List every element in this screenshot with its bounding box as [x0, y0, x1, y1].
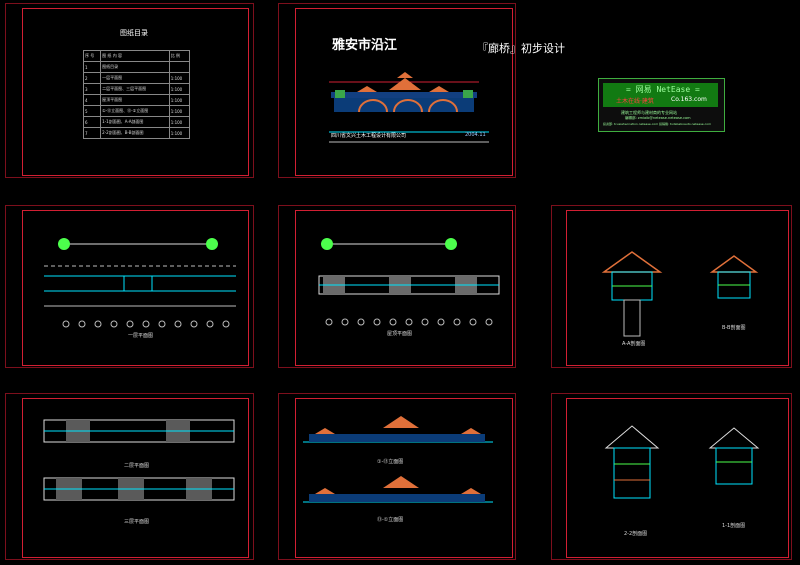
section-11-label: 1-1剖面图 [722, 523, 746, 529]
sheet-elevations[interactable]: ①-⑬立面图 ⑬-①立面图 [278, 393, 516, 560]
sections-ab-drawing [601, 251, 759, 337]
watermark-line2a: 土木在线·建筑 [616, 98, 654, 105]
row-content: 1-1剖面图、A-A剖面图 [100, 116, 170, 128]
watermark-line2b: Co.163.com [671, 96, 707, 103]
cover-subtitle: 『廊桥』初步设计 [477, 42, 565, 55]
index-header-content: 图 纸 内 容 [100, 50, 170, 62]
plan-2-label: 二层平面图 [124, 463, 150, 469]
row-no: 3 [82, 83, 102, 95]
row-no: 2 [82, 72, 102, 84]
row-scale: 1:100 [168, 127, 191, 139]
sheet-sections-ab[interactable]: A-A剖面图 B-B剖面图 [551, 205, 792, 368]
elevations-drawing [303, 416, 493, 503]
plans-2-3-drawing [43, 419, 235, 501]
roof-plan-drawing [318, 238, 500, 326]
row-scale: 1:100 [168, 94, 191, 106]
row-no: 1 [82, 61, 102, 73]
row-content: 二层平面图、三层平面图 [100, 83, 170, 95]
watermark-line4: 编辑部: zmiaib@netease.netease.com [625, 116, 691, 120]
row-no: 5 [82, 105, 102, 117]
cover-company: 四川省文兴土木工程设计有限公司 [331, 133, 407, 139]
cover-date: 2004.11 [465, 132, 486, 138]
sheet-cover[interactable]: 雅安市沿江 四川省文兴土木工程设计有限公司 2004.11 [278, 3, 516, 178]
row-scale [168, 61, 191, 73]
plan-1-drawing [44, 238, 236, 328]
section-bb-label: B-B剖面图 [722, 325, 746, 331]
row-content: ①-⑬立面图、⑬-①立面图 [100, 105, 170, 117]
index-header-scale: 比 例 [168, 50, 191, 62]
watermark-line5: 投资部: tcusiahecnation.netease.com 投稿箱: tv… [603, 122, 711, 126]
sheet-sections-12[interactable]: 2-2剖面图 1-1剖面图 [551, 393, 792, 560]
row-content: 一层平面图 [100, 72, 170, 84]
sheet-roof-plan[interactable]: 屋顶平面图 [278, 205, 516, 368]
sheet-plan-1[interactable]: 一层平面图 [5, 205, 254, 368]
cover-title: 雅安市沿江 [332, 38, 398, 53]
row-no: 7 [82, 127, 102, 139]
cover-bridge-drawing [329, 72, 489, 143]
row-content: 图纸目录 [100, 61, 170, 73]
section-22-label: 2-2剖面图 [624, 531, 648, 537]
watermark-line3: 建筑工程师与建材商的专业网站 [621, 110, 677, 115]
row-no: 4 [82, 94, 102, 106]
plan-3-label: 三层平面图 [124, 519, 150, 525]
netease-watermark: = 网易 NetEase = 土木在线·建筑 Co.163.com 建筑工程师与… [598, 78, 725, 132]
row-no: 6 [82, 116, 102, 128]
elevation-1-label: ①-⑬立面图 [377, 459, 404, 465]
index-header-row: 序 号 图 纸 内 容 比 例 [82, 50, 191, 62]
row-content: 2-2剖面图、B-B剖面图 [100, 127, 170, 139]
plan-1-label: 一层平面图 [128, 333, 154, 339]
index-header-no: 序 号 [82, 50, 102, 62]
row-content: 屋顶平面图 [100, 94, 170, 106]
sheet-plans-2-3[interactable]: 二层平面图 三层平面图 [5, 393, 254, 560]
row-scale: 1:100 [168, 83, 191, 95]
roof-plan-label: 屋顶平面图 [387, 331, 413, 337]
row-scale: 1:100 [168, 105, 191, 117]
watermark-line1: = 网易 NetEase = [626, 85, 700, 94]
row-scale: 1:100 [168, 72, 191, 84]
section-aa-label: A-A剖面图 [622, 341, 646, 347]
elevation-2-label: ⑬-①立面图 [377, 517, 404, 523]
row-scale: 1:100 [168, 116, 191, 128]
sections-12-drawing [604, 425, 760, 499]
watermark-band [603, 83, 718, 107]
index-title: 图纸目录 [120, 29, 148, 37]
